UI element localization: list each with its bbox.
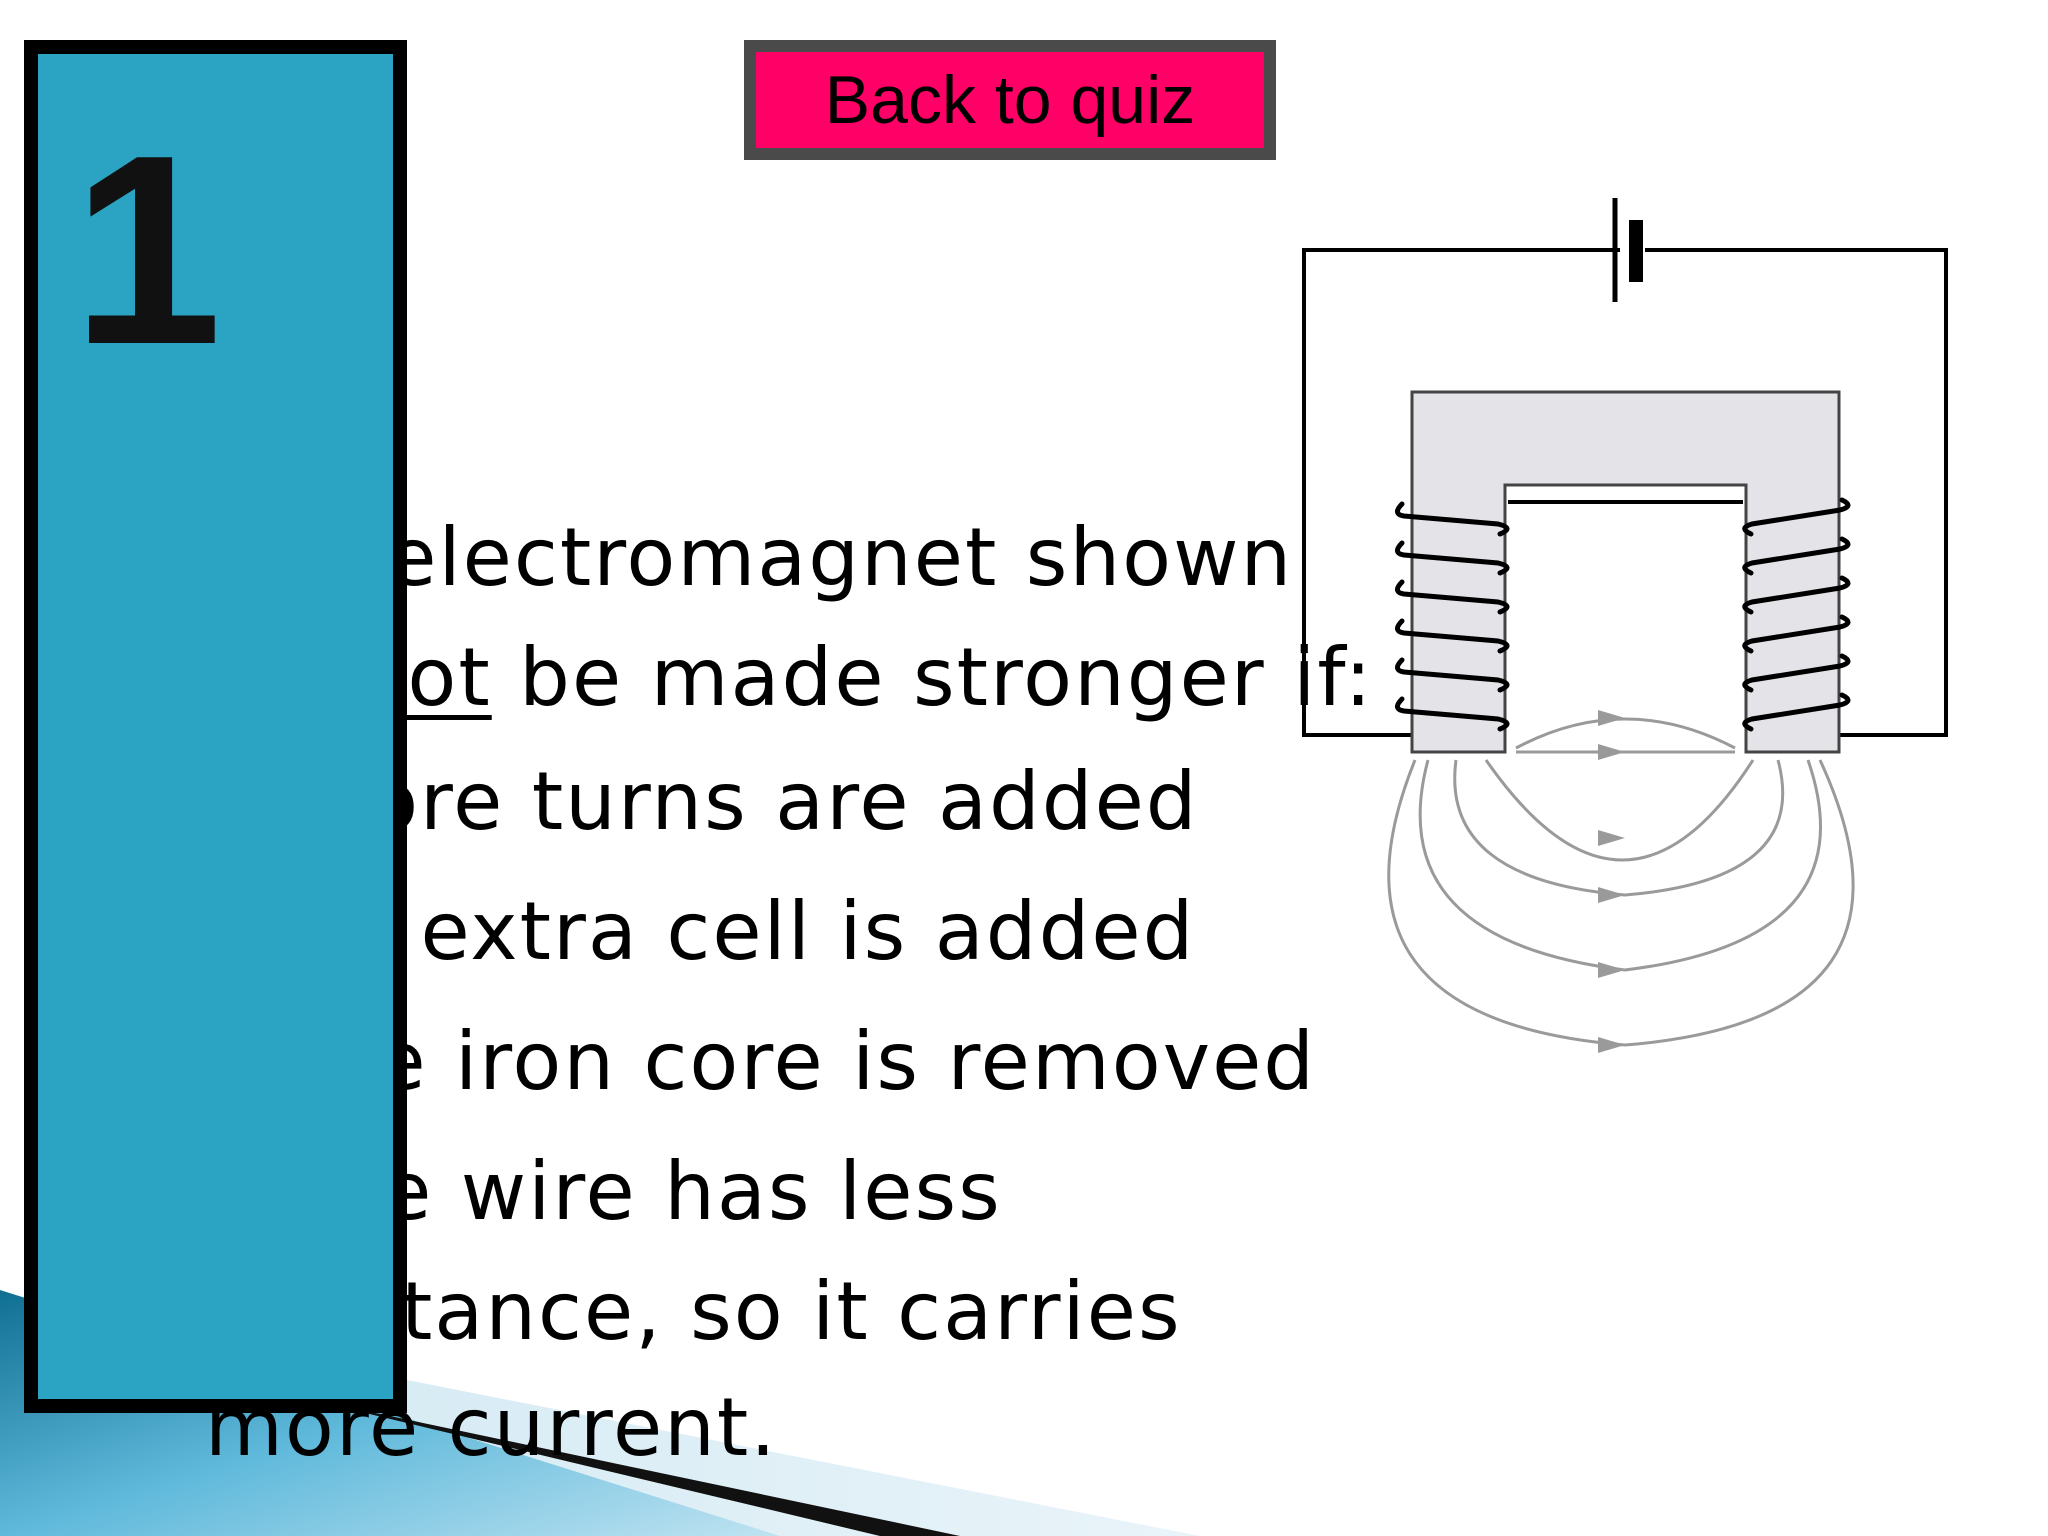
decorative-stripe-dark xyxy=(290,1395,960,1536)
question-number-panel: 1 xyxy=(24,40,407,1413)
coil-icon xyxy=(1742,497,1851,732)
field-direction-arrows xyxy=(1598,710,1625,1053)
question-line-2-rest: be made stronger if: xyxy=(491,631,1374,724)
circuit-wire xyxy=(1645,248,1948,737)
battery-cell-icon xyxy=(1612,198,1643,302)
coil-icon xyxy=(1395,501,1510,732)
iron-core-icon xyxy=(1410,390,1841,754)
question-number: 1 xyxy=(72,100,223,401)
circuit-wire xyxy=(1302,248,1620,737)
electromagnet-diagram xyxy=(1302,198,1948,1053)
magnetic-field-line-icon xyxy=(1387,717,1855,1047)
back-to-quiz-button[interactable]: Back to quiz xyxy=(744,40,1276,160)
